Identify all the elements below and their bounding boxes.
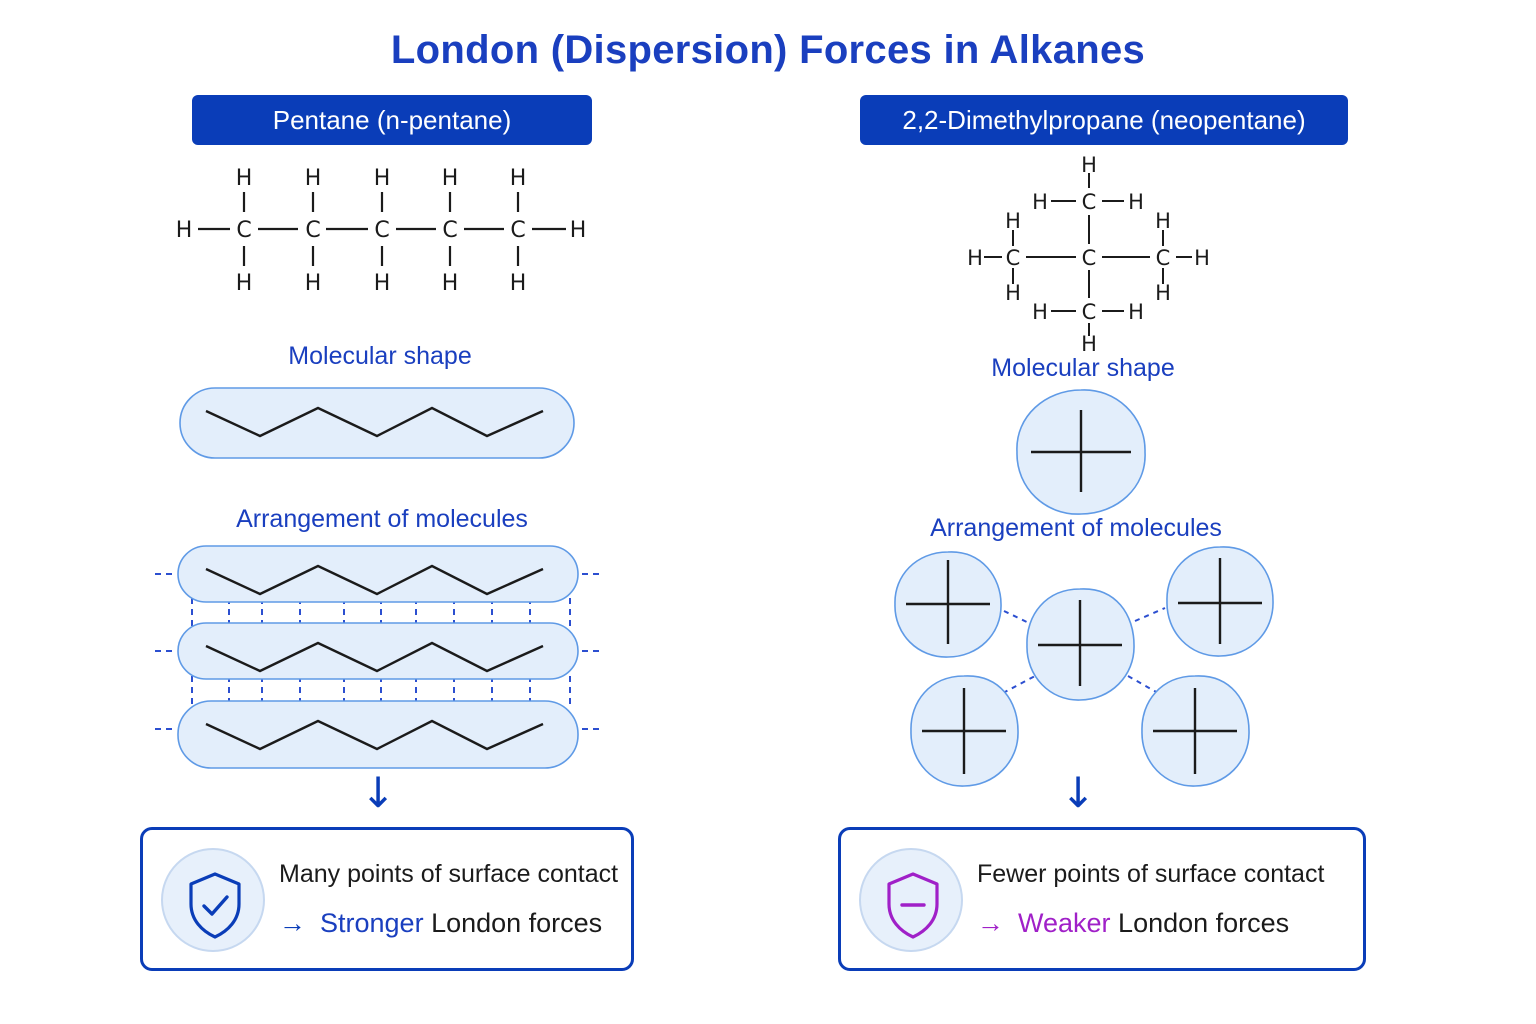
pentane-atom-h: H <box>374 271 391 296</box>
pentane-atom-h: H <box>510 166 527 191</box>
neopentane-conclusion-rest: London forces <box>1110 908 1290 938</box>
neopentane-atom-h: H <box>1155 281 1171 305</box>
shield-check-icon <box>189 872 241 939</box>
neopentane-shape-label: Molecular shape <box>991 354 1175 382</box>
pentane-header-label: Pentane (n-pentane) <box>272 105 512 135</box>
shield-minus-icon <box>887 872 939 939</box>
neopentane-atom-h: H <box>1081 332 1097 356</box>
pentane-arrangement-molecule <box>177 545 579 603</box>
neopentane-arrangement-label: Arrangement of molecules <box>930 514 1222 542</box>
neopentane-conclusion-box: Fewer points of surface contact → Weaker … <box>838 827 1366 971</box>
neopentane-atom-h: H <box>1194 246 1210 270</box>
pentane-atom-c: C <box>236 218 251 243</box>
neopentane-down-arrow-icon: ↓ <box>1060 768 1096 817</box>
pentane-atom-h: H <box>570 218 587 243</box>
neopentane-atom-h: H <box>1032 300 1048 324</box>
shield-minus-badge <box>859 848 963 952</box>
neopentane-atom-h: H <box>1128 300 1144 324</box>
neopentane-arrangement-molecule <box>1026 588 1135 701</box>
pentane-conclusion-rest: London forces <box>423 908 603 938</box>
pentane-atom-c: C <box>510 218 525 243</box>
pentane-atom-h: H <box>442 271 459 296</box>
neopentane-atom-c: C <box>1082 190 1097 214</box>
neopentane-atom-h: H <box>1155 209 1171 233</box>
weaker-emphasis: Weaker <box>1018 908 1111 938</box>
pentane-atom-c: C <box>442 218 457 243</box>
pentane-atom-h: H <box>176 218 193 243</box>
pentane-conclusion-line2: → Stronger London forces <box>279 908 602 939</box>
neopentane-atom-h: H <box>1005 209 1021 233</box>
right-arrow-icon: → <box>279 908 306 938</box>
pentane-conclusion-box: Many points of surface contact → Stronger… <box>140 827 634 971</box>
neopentane-atom-c: C <box>1006 246 1021 270</box>
stronger-emphasis: Stronger <box>320 908 424 938</box>
neopentane-atom-h: H <box>1128 190 1144 214</box>
pentane-atom-h: H <box>305 166 322 191</box>
pentane-atom-c: C <box>374 218 389 243</box>
pentane-arrangement-label: Arrangement of molecules <box>236 505 528 533</box>
neopentane-arrangement-molecule <box>910 675 1019 787</box>
pentane-shape-blob <box>179 387 575 459</box>
neopentane-atom-h: H <box>1032 190 1048 214</box>
neopentane-atom-c: C <box>1082 246 1097 270</box>
pentane-arrangement-molecule <box>177 700 579 769</box>
neopentane-atom-h: H <box>1081 153 1097 177</box>
neopentane-conclusion-line2: → Weaker London forces <box>977 908 1289 939</box>
neopentane-shape-blob <box>1016 389 1146 515</box>
pentane-atom-h: H <box>442 166 459 191</box>
pentane-atom-h: H <box>236 166 253 191</box>
neopentane-header: 2,2-Dimethylpropane (neopentane) <box>860 95 1348 145</box>
neopentane-arrangement-molecule <box>894 551 1002 658</box>
right-arrow-icon: → <box>977 908 1004 938</box>
pentane-atom-h: H <box>305 271 322 296</box>
shield-check-badge <box>161 848 265 952</box>
pentane-down-arrow-icon: ↓ <box>360 768 396 817</box>
pentane-atom-h: H <box>510 271 527 296</box>
page-title: London (Dispersion) Forces in Alkanes <box>390 28 1146 72</box>
neopentane-atom-c: C <box>1156 246 1171 270</box>
neopentane-arrangement-molecule <box>1166 546 1274 657</box>
neopentane-atom-h: H <box>1005 281 1021 305</box>
neopentane-conclusion-line1: Fewer points of surface contact <box>977 860 1325 888</box>
neopentane-header-label: 2,2-Dimethylpropane (neopentane) <box>902 105 1306 135</box>
neopentane-arrangement-molecule <box>1141 675 1250 787</box>
pentane-atom-c: C <box>305 218 320 243</box>
pentane-header: Pentane (n-pentane) <box>192 95 592 145</box>
pentane-conclusion-line1: Many points of surface contact <box>279 860 619 888</box>
pentane-arrangement-molecule <box>177 622 579 680</box>
neopentane-atom-h: H <box>967 246 983 270</box>
pentane-atom-h: H <box>374 166 391 191</box>
pentane-shape-label: Molecular shape <box>288 342 472 370</box>
pentane-atom-h: H <box>236 271 253 296</box>
neopentane-atom-c: C <box>1082 300 1097 324</box>
